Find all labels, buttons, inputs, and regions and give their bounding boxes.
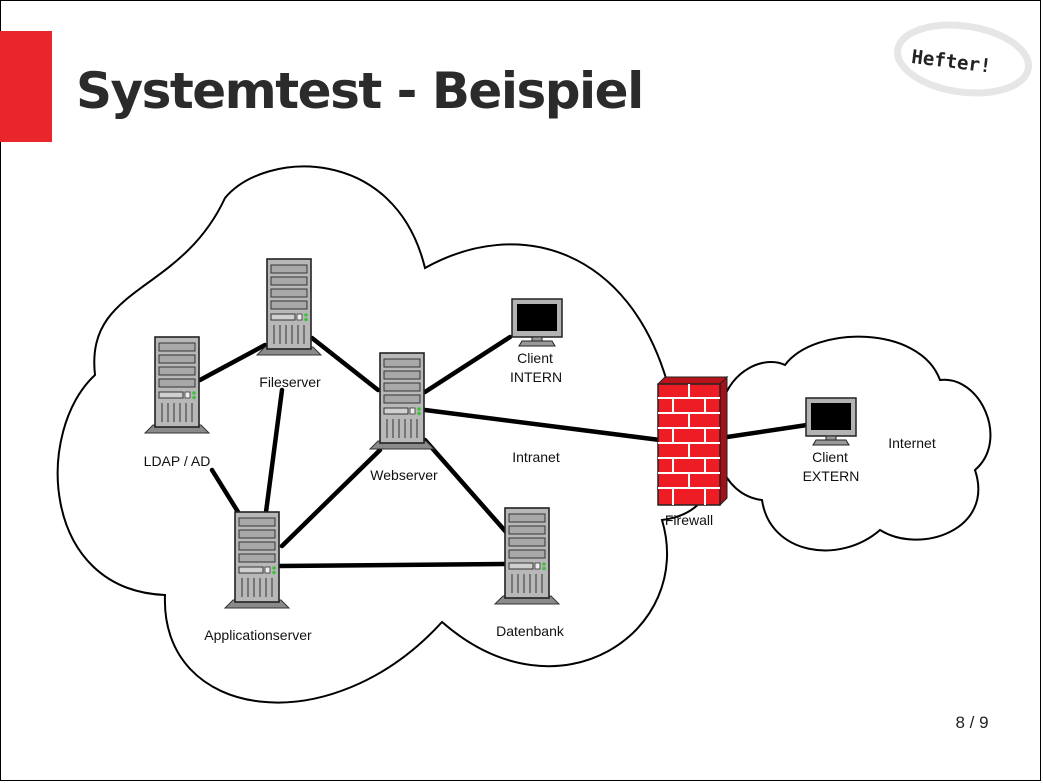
- webserver-icon: [369, 352, 435, 450]
- internet-cloud: [714, 335, 992, 552]
- link-webserver-firewall: [422, 407, 663, 443]
- label-ldap: LDAP / AD: [144, 453, 211, 469]
- link-ldap-fileserver: [197, 342, 268, 383]
- fileserver-icon: [256, 258, 322, 356]
- link-firewall-client-extern: [724, 422, 810, 440]
- link-fileserver-appserver: [263, 387, 285, 515]
- label-internet: Internet: [888, 435, 936, 451]
- label-fileserver: Fileserver: [259, 374, 321, 390]
- link-webserver-client-intern: [422, 334, 513, 395]
- label-client-extern-line2: EXTERN: [803, 468, 860, 484]
- label-intranet: Intranet: [512, 449, 560, 465]
- appserver-icon: [224, 511, 290, 609]
- label-client-intern-line1: Client: [517, 350, 553, 366]
- label-client-intern-line2: INTERN: [510, 369, 562, 385]
- link-appserver-datenbank: [277, 561, 507, 569]
- ldap-server-icon: [144, 336, 210, 434]
- label-appserver: Applicationserver: [204, 627, 312, 643]
- intranet-cloud: [56, 165, 715, 704]
- firewall-icon: [656, 375, 729, 507]
- label-webserver: Webserver: [370, 467, 438, 483]
- client-intern-monitor-icon: [511, 298, 563, 347]
- client-extern-monitor-icon: [805, 397, 857, 446]
- page-number: 8 / 9: [955, 713, 989, 732]
- datenbank-server-icon: [494, 507, 560, 605]
- link-fileserver-webserver: [309, 335, 381, 393]
- stamp-ellipse: [893, 21, 1033, 97]
- label-datenbank: Datenbank: [496, 623, 565, 639]
- accent-bar: [0, 31, 52, 142]
- label-firewall: Firewall: [665, 512, 713, 528]
- label-client-extern-line1: Client: [812, 449, 848, 465]
- slide-title: Systemtest - Beispiel: [76, 62, 644, 120]
- link-webserver-appserver: [279, 447, 383, 549]
- link-webserver-datenbank: [422, 437, 509, 535]
